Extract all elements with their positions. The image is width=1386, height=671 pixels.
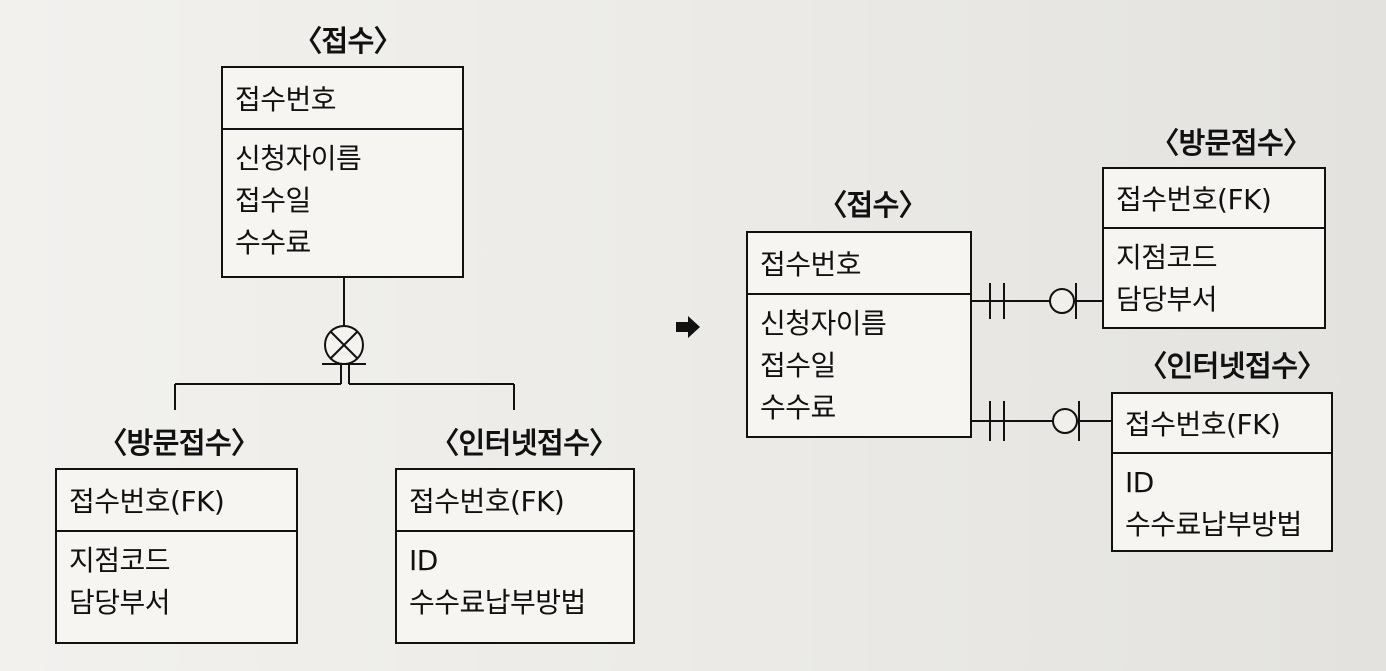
right-sub2-attributes: ID 수수료납부방법: [1113, 454, 1331, 546]
left-sub1-entity: 접수번호(FK) 지점코드 담당부서: [55, 468, 298, 644]
right-sub1-title: 〈방문접수〉: [1150, 126, 1312, 160]
right-sub2-entity: 접수번호(FK) ID 수수료납부방법: [1111, 392, 1333, 552]
right-super-attr: 접수일: [760, 349, 836, 382]
left-sub2-entity: 접수번호(FK) ID 수수료납부방법: [395, 468, 635, 644]
right-arrow-icon: [676, 316, 700, 338]
right-super-attr: 수수료: [760, 391, 836, 424]
right-relation-sub2: [972, 401, 1111, 441]
optional-circle-icon: [1052, 408, 1078, 434]
right-super-attributes: 신청자이름 접수일 수수료: [748, 295, 970, 429]
right-super-title: 〈접수〉: [818, 188, 928, 222]
right-relation-sub1: [972, 283, 1102, 319]
left-sub1-title: 〈방문접수〉: [98, 426, 260, 460]
left-super-entity: 접수번호 신청자이름 접수일 수수료: [221, 66, 464, 278]
left-sub1-pk: 접수번호(FK): [57, 470, 296, 532]
optional-circle-icon: [1049, 288, 1075, 314]
left-sub2-pk: 접수번호(FK): [397, 470, 633, 532]
right-sub2-attr: 수수료납부방법: [1125, 508, 1302, 541]
left-super-attributes: 신청자이름 접수일 수수료: [223, 130, 462, 264]
right-super-pk: 접수번호: [748, 233, 970, 295]
right-sub2-pk: 접수번호(FK): [1113, 394, 1331, 454]
left-sub2-attr: ID: [409, 544, 438, 577]
right-sub1-attr: 담당부서: [1116, 283, 1218, 316]
left-sub1-attr: 지점코드: [69, 544, 171, 577]
left-sub1-attr: 담당부서: [69, 586, 171, 619]
left-super-title: 〈접수〉: [293, 24, 403, 58]
exclusive-subtype-icon: [322, 325, 366, 365]
right-sub1-entity: 접수번호(FK) 지점코드 담당부서: [1102, 167, 1326, 329]
right-sub2-attr: ID: [1125, 466, 1154, 499]
left-sub1-attributes: 지점코드 담당부서: [57, 532, 296, 624]
left-super-attr: 수수료: [235, 226, 311, 259]
left-super-pk: 접수번호: [223, 68, 462, 130]
left-super-attr: 신청자이름: [235, 142, 362, 175]
left-sub2-attr: 수수료납부방법: [409, 586, 586, 619]
right-sub1-attributes: 지점코드 담당부서: [1104, 229, 1324, 321]
right-sub2-title: 〈인터넷접수〉: [1138, 349, 1326, 383]
right-sub1-attr: 지점코드: [1116, 241, 1218, 274]
left-sub2-title: 〈인터넷접수〉: [430, 426, 618, 460]
left-sub2-attributes: ID 수수료납부방법: [397, 532, 633, 624]
left-super-attr: 접수일: [235, 184, 311, 217]
right-sub1-pk: 접수번호(FK): [1104, 169, 1324, 229]
right-super-entity: 접수번호 신청자이름 접수일 수수료: [746, 231, 972, 438]
right-super-attr: 신청자이름: [760, 307, 887, 340]
